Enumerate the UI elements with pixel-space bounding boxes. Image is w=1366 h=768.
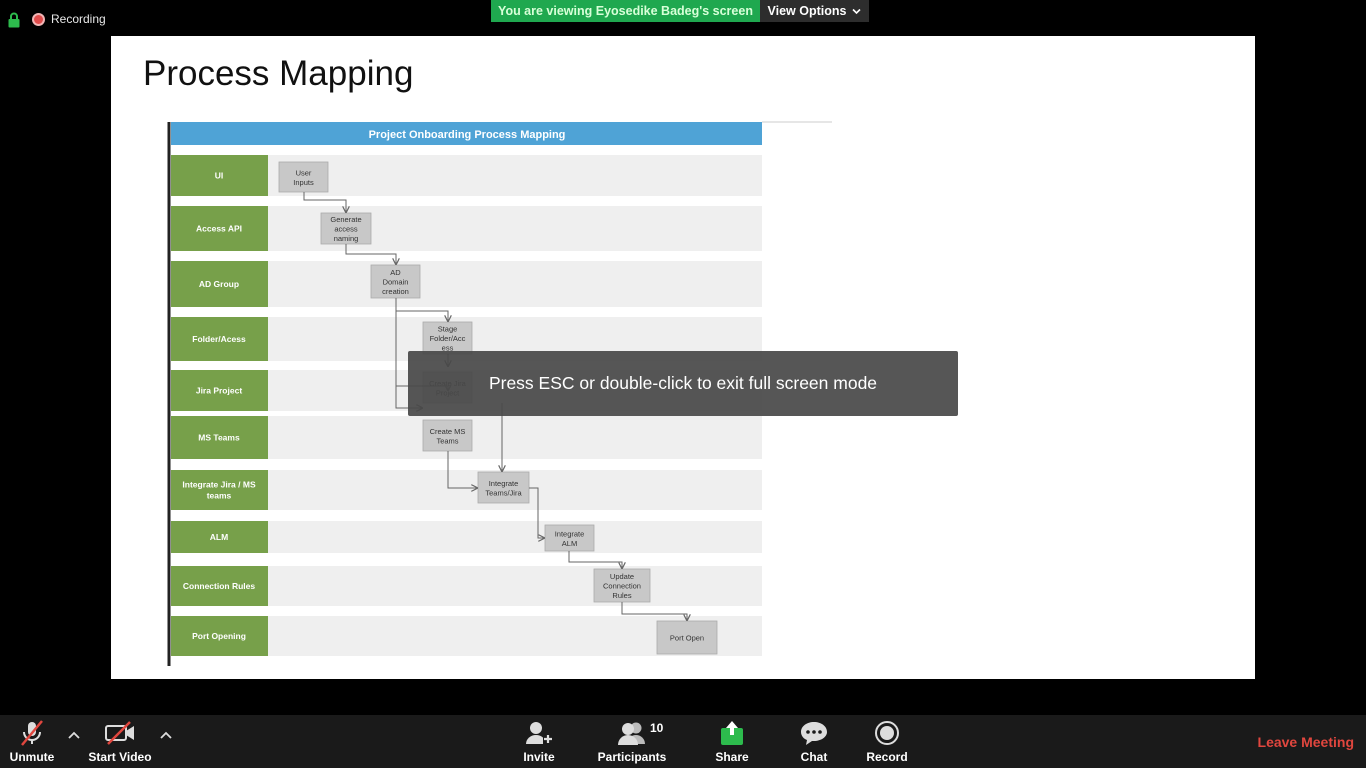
process-step-text: Teams/Jira — [485, 488, 522, 497]
lane-label: Integrate Jira / MS — [182, 480, 256, 490]
process-step-text: Teams — [436, 436, 458, 445]
slide-title: Process Mapping — [143, 54, 414, 93]
recording-label: Recording — [51, 12, 106, 26]
diagram-header-bar — [171, 122, 762, 145]
audio-options-chevron-icon[interactable] — [67, 729, 81, 743]
process-step-text: Inputs — [293, 178, 314, 187]
add-person-icon — [522, 718, 556, 748]
lane-label-box — [171, 317, 268, 361]
connector-arrow — [303, 192, 346, 212]
diagram-header-text: Project Onboarding Process Mapping — [369, 129, 566, 141]
lane-label: Port Opening — [192, 631, 246, 641]
participants-button[interactable]: Participants — [598, 715, 666, 768]
process-step-text: Integrate — [555, 529, 585, 538]
muted-microphone-icon — [15, 718, 49, 748]
process-step-text: Connection — [603, 582, 641, 591]
video-off-icon — [103, 718, 137, 748]
connector-arrow — [447, 451, 477, 488]
chat-icon — [797, 718, 831, 748]
lane-label: Access API — [196, 224, 242, 234]
record-icon — [870, 718, 904, 748]
lane-label: MS Teams — [198, 433, 240, 443]
process-step-text: Generate — [330, 215, 361, 224]
connector-arrow — [568, 551, 622, 568]
process-step-text: ALM — [562, 539, 577, 548]
share-label: Share — [715, 750, 749, 764]
process-step-text: Create MS — [430, 427, 466, 436]
invite-button[interactable]: Invite — [519, 715, 559, 768]
view-options-label: View Options — [767, 4, 847, 18]
chat-label: Chat — [800, 750, 828, 764]
process-step-text: Rules — [612, 591, 631, 600]
process-step-text: Folder/Acc — [430, 334, 466, 343]
lane-label-box — [171, 416, 268, 459]
record-label: Record — [866, 750, 908, 764]
chat-button[interactable]: Chat — [794, 715, 834, 768]
process-step-box — [593, 568, 651, 603]
recording-indicator[interactable]: Recording — [32, 12, 106, 26]
lane-background — [268, 566, 762, 606]
process-step-text: access — [334, 225, 358, 234]
process-step-text: ess — [442, 344, 454, 353]
lane-background — [268, 155, 762, 196]
process-step-text: Stage — [438, 325, 458, 334]
lock-icon — [8, 12, 20, 28]
lane-label-box — [171, 370, 268, 411]
lane-label-box — [171, 566, 268, 606]
lane-label: ALM — [210, 532, 228, 542]
participants-label: Participants — [597, 750, 667, 764]
lane-label: UI — [215, 171, 224, 181]
lane-label-box — [171, 616, 268, 656]
process-step-text: Update — [610, 572, 634, 581]
connector-arrow — [621, 602, 687, 620]
unmute-label: Unmute — [9, 750, 55, 764]
process-step-box — [656, 620, 718, 655]
lane-label: Jira Project — [196, 386, 242, 396]
meeting-toolbar: Unmute Start Video Invite Participants 1… — [0, 715, 1366, 768]
share-screen-button[interactable]: Share — [712, 715, 752, 768]
process-step-text: Integrate — [489, 479, 519, 488]
lane-label: teams — [207, 491, 232, 501]
lane-label-box — [171, 470, 268, 510]
fullscreen-exit-hint: Press ESC or double-click to exit full s… — [408, 351, 958, 416]
process-step-box — [370, 264, 421, 299]
participants-count: 10 — [650, 721, 664, 735]
process-step-box — [422, 419, 473, 452]
viewing-banner: You are viewing Eyosedike Badeg's screen — [491, 0, 760, 22]
lane-label-box — [171, 206, 268, 251]
view-options-button[interactable]: View Options — [760, 0, 869, 22]
lane-label-box — [171, 155, 268, 196]
process-step-box — [278, 161, 329, 193]
process-step-text: Port Open — [670, 634, 704, 643]
process-step-text: AD — [390, 268, 401, 277]
start-video-label: Start Video — [88, 750, 152, 764]
lane-background — [268, 261, 762, 307]
participants-icon — [615, 718, 649, 748]
recording-dot-icon — [32, 12, 45, 26]
lane-label-box — [171, 261, 268, 307]
unmute-button[interactable]: Unmute — [8, 715, 56, 768]
process-step-text: creation — [382, 287, 409, 296]
share-screen-icon — [715, 718, 749, 748]
leave-meeting-button[interactable]: Leave Meeting — [1257, 734, 1354, 750]
connector-arrow — [529, 487, 544, 538]
lane-label: Folder/Acess — [192, 334, 246, 344]
process-step-text: naming — [334, 234, 359, 243]
lane-background — [268, 416, 762, 459]
lane-label-box — [171, 521, 268, 553]
record-button[interactable]: Record — [865, 715, 909, 768]
invite-label: Invite — [523, 750, 555, 764]
start-video-button[interactable]: Start Video — [88, 715, 152, 768]
lane-label: Connection Rules — [183, 581, 256, 591]
process-step-text: User — [296, 168, 312, 177]
lane-background — [268, 521, 762, 553]
video-options-chevron-icon[interactable] — [159, 729, 173, 743]
chevron-down-icon — [852, 8, 862, 14]
connector-arrow — [345, 244, 396, 264]
lane-label: AD Group — [199, 279, 239, 289]
process-step-text: Domain — [383, 278, 409, 287]
